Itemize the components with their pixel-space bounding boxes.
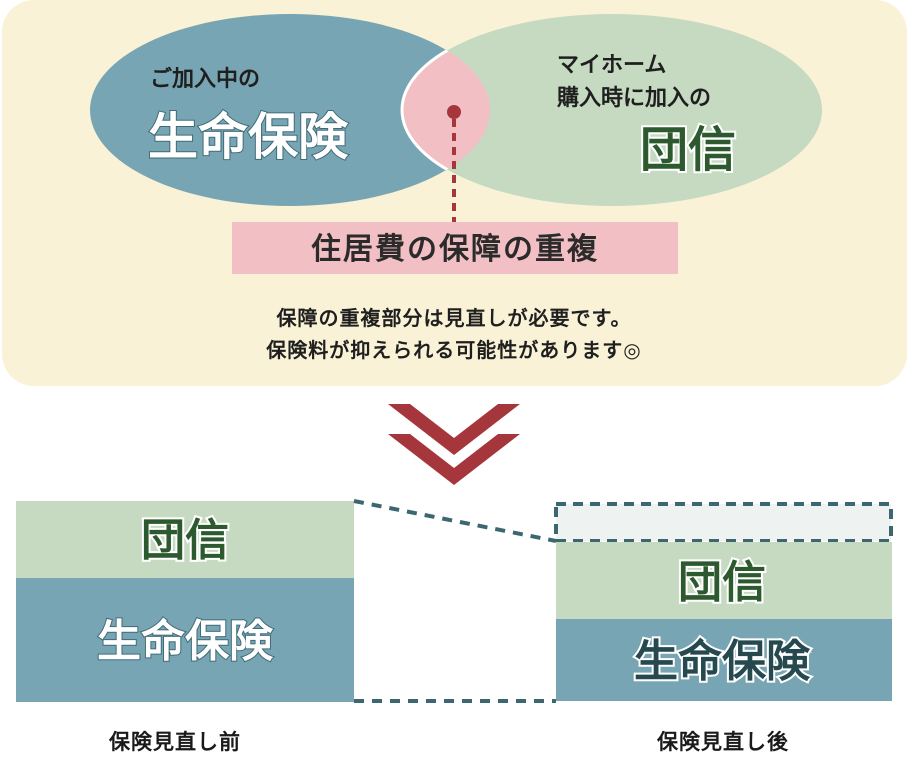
group-credit-prefix-2: 購入時に加入の [557,86,711,111]
overlap-dot [447,105,461,119]
after-life-insurance-block [556,619,892,701]
overlap-label-box [232,222,678,274]
after-caption: 保険見直し後 [656,730,789,754]
reduction-dashed-line-top [353,499,557,543]
note-line-1: 保障の重複部分は見直しが必要です。 [276,306,632,330]
group-credit-prefix-1: マイホーム [557,53,666,78]
before-group-credit-block [16,501,354,578]
life-insurance-title: 生命保険 [148,108,349,166]
before-life-insurance-block [16,578,354,702]
after-life-insurance-label: 生命保険 [634,636,811,687]
note-line-2: 保険料が抑えられる可能性があります◎ [265,338,641,362]
before-group-credit-label: 団信 [141,515,229,566]
life-insurance-prefix: ご加入中の [150,66,260,92]
overlap-region [400,14,490,206]
after-group-credit-block [556,542,892,619]
group-credit-insurance-ellipse [402,14,822,206]
group-credit-title: 団信 [640,122,736,178]
after-group-credit-label: 団信 [678,557,766,608]
chevron-down-icon [388,434,520,485]
before-caption: 保険見直し前 [108,730,241,754]
after-removed-block [554,502,893,543]
overlap-label: 住居費の保障の重複 [311,232,599,267]
chevron-down-icon [388,404,520,455]
life-insurance-ellipse [90,14,490,206]
before-life-insurance-label: 生命保険 [97,616,274,667]
